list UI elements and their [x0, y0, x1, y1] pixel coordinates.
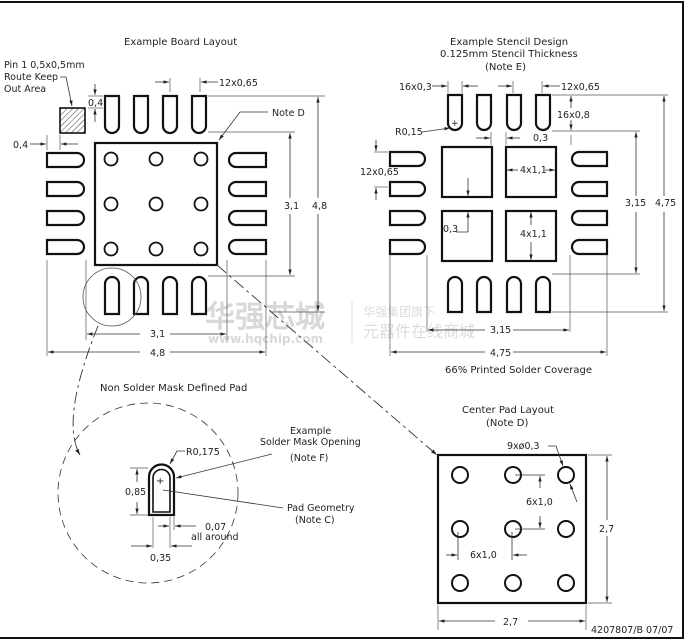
nsmd-dim-clearance: 0,07 [205, 522, 226, 533]
stencil-title-1: Example Stencil Design [450, 37, 568, 48]
dim-keepout-gap-h: 0,4 [13, 140, 28, 151]
solder-mask-opening [147, 463, 176, 517]
watermark-brand: 华强芯城 [205, 300, 325, 335]
dim-center-size-h: 2,7 [503, 617, 518, 628]
dim-center-size-v: 2,7 [599, 524, 614, 535]
board-center-pad [93, 141, 219, 267]
pad-label-2: (Note C) [295, 515, 335, 526]
keepout-area [59, 107, 86, 134]
dim-stencil-inner-h: 3,15 [490, 325, 511, 336]
keepout-label-1: Pin 1 0,5x0,5mm [4, 60, 85, 71]
keepout-label-3: Out Area [4, 84, 46, 95]
nsmd-radius: R0,175 [186, 447, 220, 458]
mask-label-3: (Note F) [290, 453, 328, 464]
stencil-center-apertures [440, 145, 558, 263]
watermark-url: www.hqchip.com [208, 332, 323, 346]
bottom-pads [103, 275, 208, 316]
dim-stencil-outer-h: 4,75 [490, 348, 511, 359]
dim-stencil-outer-v: 4,75 [655, 198, 676, 209]
stencil-right-apertures [570, 150, 609, 256]
svg-text:+: + [156, 476, 164, 487]
dim-board-inner-h: 3,1 [150, 329, 165, 340]
dim-keepout-gap-v: 0,4 [88, 98, 103, 109]
detail-callout-circle [82, 267, 142, 327]
dim-stencil-inner-v: 3,15 [625, 198, 646, 209]
stencil-top-apertures [446, 93, 552, 132]
stencil-coverage: 66% Printed Solder Coverage [445, 365, 592, 376]
center-pad-leader [216, 264, 438, 456]
dim-stencil-sq-gap: 0,3 [443, 224, 458, 235]
dim-stencil-length: 16x0,8 [557, 110, 590, 121]
mask-label-1: Example [290, 426, 331, 437]
center-pad-layout: Center Pad Layout (Note D) 9xø0,3 6x1,0 … [436, 405, 614, 630]
dim-center-pitch-v: 6x1,0 [526, 497, 553, 508]
dim-center-pitch-h: 6x1,0 [470, 550, 497, 561]
left-pads [45, 151, 86, 256]
drawing-number: 4207807/B 07/07 [591, 625, 673, 636]
stencil-title-2: 0.125mm Stencil Thickness [440, 49, 578, 60]
pad-label-1: Pad Geometry [287, 503, 355, 514]
nsmd-dim-clearance-note: all around [191, 532, 239, 543]
nsmd-dim-width: 0,35 [150, 553, 171, 564]
stencil-bottom-apertures [446, 275, 552, 314]
keepout-label-2: Route Keep [4, 72, 58, 83]
center-pad-outline [436, 453, 588, 605]
dim-stencil-sq-height: 4x1,1 [520, 229, 547, 240]
dim-stencil-pitch-left: 12x0,65 [360, 167, 399, 178]
center-pad-vias [451, 466, 575, 592]
dim-board-inner-v: 3,1 [284, 201, 299, 212]
dim-stencil-radius: R0,15 [395, 127, 423, 138]
nsmd-dim-length: 0,85 [125, 487, 146, 498]
svg-text:+: + [451, 119, 459, 129]
right-pads [227, 151, 268, 256]
nsmd-title: Non Solder Mask Defined Pad [100, 383, 247, 394]
watermark-tagline-2: 元器件在线商城 [363, 322, 475, 341]
dim-stencil-gap: 0,3 [533, 133, 548, 144]
top-pads [103, 94, 208, 135]
dim-stencil-sq-width: 4x1,1 [520, 165, 547, 176]
watermark: 华强芯城 www.hqchip.com 华强集团旗下 元器件在线商城 [205, 300, 475, 346]
board-layout-title: Example Board Layout [124, 37, 237, 48]
board-center-vias [103, 151, 209, 257]
dim-board-outer-h: 4,8 [150, 348, 165, 359]
pad-geometry [152, 468, 171, 513]
stencil-design: Example Stencil Design 0.125mm Stencil T… [360, 37, 676, 376]
dim-stencil-pitch-top: 12x0,65 [561, 82, 600, 93]
center-pad-title-1: Center Pad Layout [462, 405, 554, 416]
dim-board-outer-v: 4,8 [312, 201, 327, 212]
dim-center-vias: 9xø0,3 [507, 441, 540, 452]
board-layout: Example Board Layout Pin 1 0,5x0,5mm Rou… [4, 37, 327, 359]
dim-board-pitch: 12x0,65 [219, 78, 258, 89]
detail-leader [72, 325, 99, 456]
watermark-tagline-1: 华强集团旗下 [363, 304, 435, 319]
mask-label-2: Solder Mask Opening [260, 437, 361, 448]
stencil-title-3: (Note E) [485, 62, 526, 73]
nsmd-pad-detail: Non Solder Mask Defined Pad + R0,175 Exa… [57, 383, 361, 584]
center-pad-title-2: (Note D) [486, 418, 528, 429]
stencil-left-apertures [388, 150, 427, 256]
board-note-d: Note D [272, 108, 305, 119]
dim-stencil-width: 16x0,3 [399, 82, 432, 93]
